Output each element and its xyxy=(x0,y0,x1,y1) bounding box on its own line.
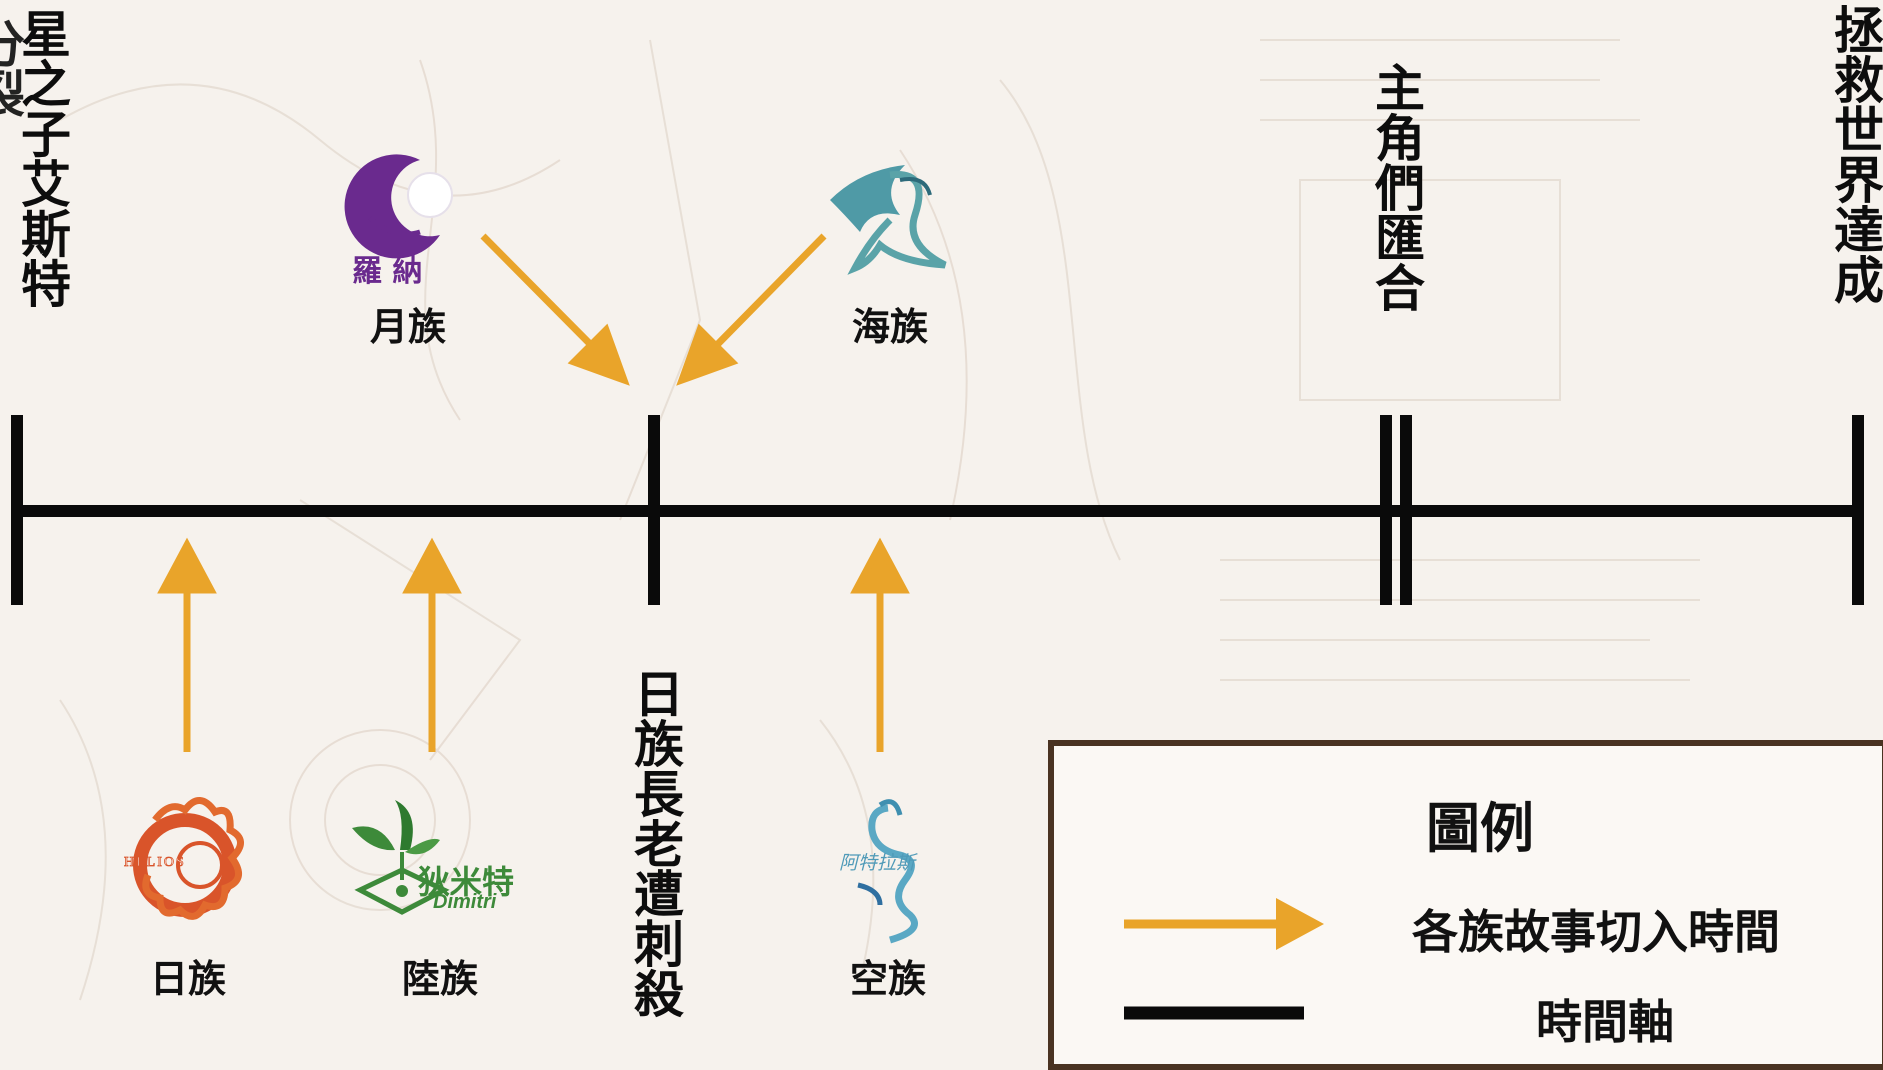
tribe-label-sea: 海族 xyxy=(851,304,929,349)
legend-title: 圖例 xyxy=(1426,796,1534,860)
tribe-label-sky: 空族 xyxy=(849,956,927,1001)
tribe-label-moon: 月族 xyxy=(369,304,447,349)
milestone-elder: 日族長老遭刺殺 xyxy=(626,668,685,1018)
sun-flame-icon xyxy=(133,797,244,920)
sprout-icon xyxy=(352,800,450,915)
legend-swatches xyxy=(1124,898,1324,1020)
arrow-sea xyxy=(707,233,827,355)
land-logo-subtext: Dimitri xyxy=(433,891,497,913)
sky-logo-text: 阿特拉斯 xyxy=(839,852,916,874)
tribe-label-land: 陸族 xyxy=(401,956,479,1001)
milestone-start: 星之子艾斯特 xyxy=(13,8,72,308)
sea-dragon-icon xyxy=(830,165,947,275)
legend-line-label: 時間軸 xyxy=(1536,995,1674,1049)
milestone-end: 拯救世界達成 xyxy=(1826,4,1883,304)
sun-logo-text: HELIOS xyxy=(124,855,186,871)
moon-logo-text: 羅 納 xyxy=(352,254,423,289)
legend: 圖例 各族故事切入時間 時間軸 xyxy=(1048,740,1883,1070)
land-logo-text: 狄米特 xyxy=(418,863,515,901)
milestone-gather: 主角們匯合 xyxy=(1367,62,1426,312)
arrow-moon xyxy=(480,233,601,355)
milestone-start-partial: 分裂 xyxy=(0,18,26,118)
sky-dragon-icon xyxy=(857,799,918,944)
tribe-label-sun: 日族 xyxy=(149,956,227,1001)
crescent-moon-icon xyxy=(344,154,453,259)
legend-arrow-label: 各族故事切入時間 xyxy=(1412,905,1780,959)
